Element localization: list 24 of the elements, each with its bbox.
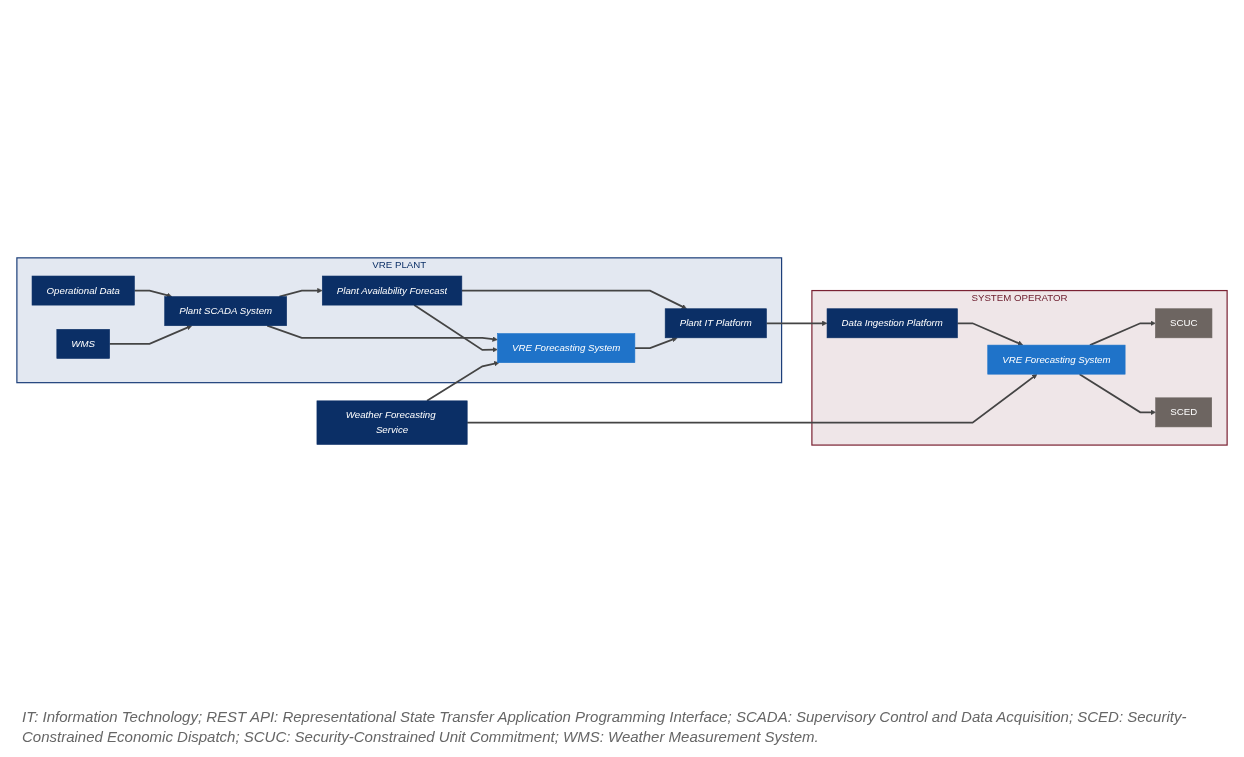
node-box: Operational Data [31,275,135,306]
arrow [1078,373,1156,415]
node-box: Plant IT Platform [664,308,767,338]
node-box: Plant SCADA System [164,296,287,326]
arrow [956,322,1024,346]
arrow [1089,320,1156,346]
node-box: Plant Availability Forecast [322,275,463,306]
node-box: VRE Forecasting System [987,344,1126,375]
arrow [108,324,193,345]
arrow [460,289,687,309]
node-box: SCUC [1155,308,1213,338]
arrow [426,360,500,402]
node-box: Weather Forecasting Service [316,400,468,445]
footnote: IT: Information Technology; REST API: Representational State Transfer Application Programming Interface; SCADA: Supervisory Control and Data Acquisition; SCED: Security-Constrained Economic Dispatch; SCUC: Security-Constrained Unit Commitment; WMS: Weather Measurement System. [22,706,1188,747]
arrow [413,303,498,353]
arrow [466,373,1038,424]
node-box: WMS [56,328,110,359]
arrow [266,324,498,342]
node-box: SCED [1155,397,1212,427]
arrow [765,320,828,326]
node-box: VRE Forecasting System [497,333,636,363]
arrow [133,289,173,298]
arrow [633,336,678,349]
node-box: Data Ingestion Platform [826,308,958,338]
